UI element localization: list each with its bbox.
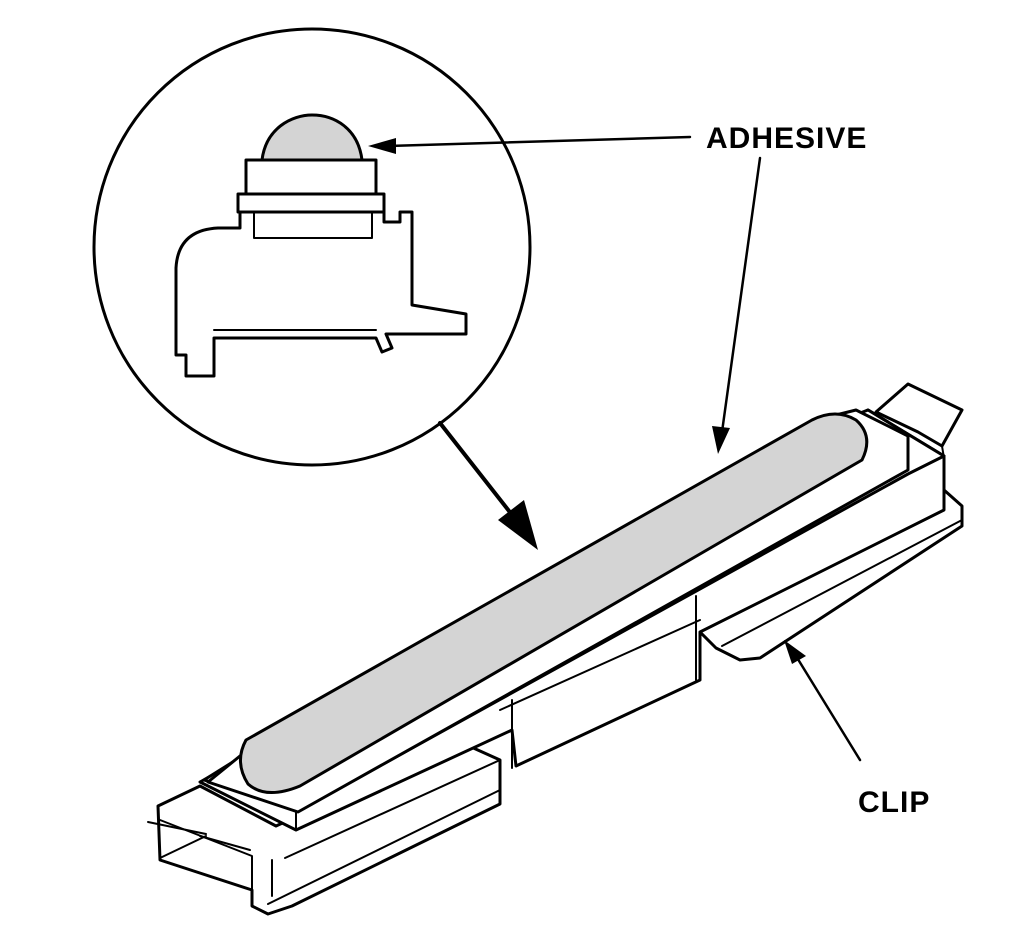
cap-block-section [244, 158, 378, 196]
inner-slot [253, 211, 373, 239]
neck-section [236, 192, 386, 214]
clip-part [147, 382, 964, 916]
detail-view [92, 27, 532, 467]
left-flange [156, 740, 502, 916]
clip-callout: CLIP [784, 640, 930, 819]
adhesive-label: ADHESIVE [706, 122, 867, 155]
clip-label: CLIP [858, 786, 930, 819]
adhesive-strip [239, 412, 869, 794]
adhesive-bead-section [260, 113, 364, 162]
body-section [174, 210, 468, 378]
clip-cross-section [174, 113, 468, 378]
right-tab [874, 382, 964, 448]
adhesive-callout: ADHESIVE [368, 122, 867, 454]
detail-arrow [438, 421, 538, 550]
